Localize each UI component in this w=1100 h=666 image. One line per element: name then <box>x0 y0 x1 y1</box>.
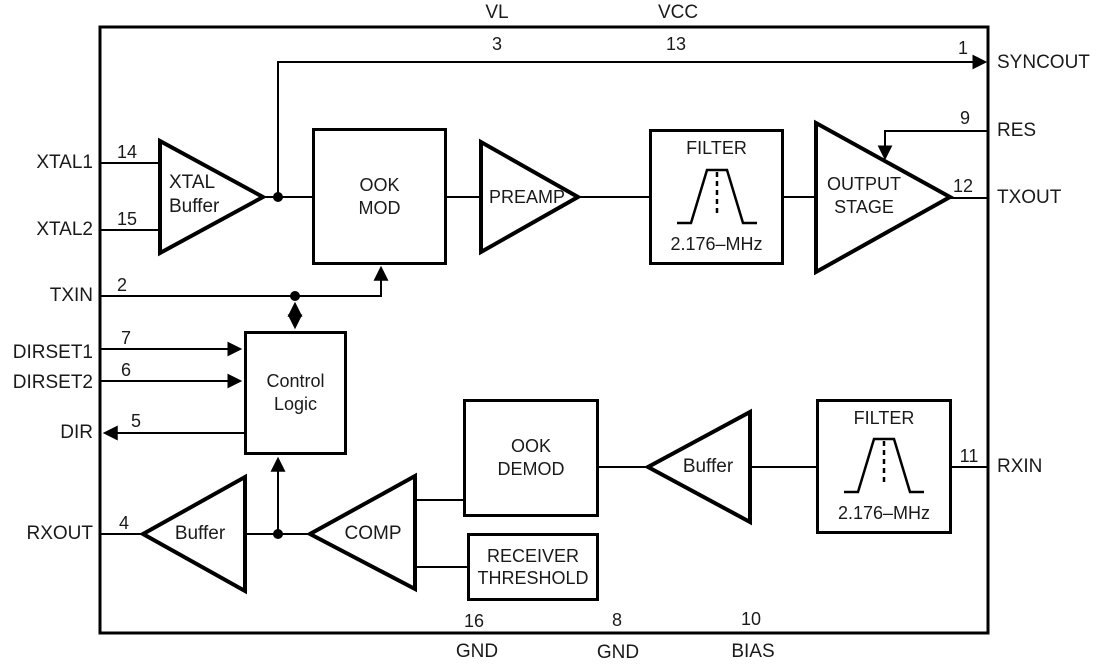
pin-number-1: 1 <box>957 38 968 58</box>
pin-label-rxout: RXOUT <box>26 523 94 544</box>
pin-label-vl: VL <box>485 2 509 23</box>
pin-number-16: 16 <box>463 611 485 631</box>
pin-label-xtal2: XTAL2 <box>36 219 93 240</box>
pin-label-dir: DIR <box>60 422 93 443</box>
junction-dot <box>273 529 283 539</box>
comp-triangle <box>305 472 417 593</box>
preamp-label: PREAMP <box>488 187 566 207</box>
pin-label-xtal1: XTAL1 <box>36 152 93 173</box>
wire-res <box>877 130 988 161</box>
receiver-threshold-block: RECEIVER THRESHOLD <box>467 533 599 601</box>
control-logic-label-line2: Logic <box>273 394 318 414</box>
rx-filter-frequency: 2.176–MHz <box>837 503 931 523</box>
wires <box>100 54 988 568</box>
junction-dot <box>290 291 300 301</box>
receiver-threshold-label-line1: RECEIVER <box>486 546 580 566</box>
pin-number-14: 14 <box>116 142 138 162</box>
rx-buffer-label: Buffer <box>682 456 734 477</box>
pin-label-txin: TXIN <box>49 285 93 306</box>
wire-syncout <box>277 54 988 197</box>
pin-number-13: 13 <box>665 34 687 54</box>
xtal-buffer-label: XTAL Buffer <box>169 171 219 219</box>
ook-mod-label-line1: OOK <box>359 174 400 195</box>
junction-dots <box>273 192 300 539</box>
pin-label-vcc: VCC <box>657 2 699 23</box>
rx-filter-title: FILTER <box>853 408 915 428</box>
ook-demod-label-line2: DEMOD <box>497 459 565 479</box>
pin-label-dirset1: DIRSET1 <box>12 342 93 363</box>
xtal-buffer-triangle <box>158 137 268 257</box>
pin-label-gnd-8: GND <box>596 642 640 663</box>
rxout-buffer-label: Buffer <box>174 523 226 544</box>
comp-label: COMP <box>344 523 402 544</box>
pin-label-txout: TXOUT <box>997 187 1062 208</box>
pin-number-8: 8 <box>611 610 622 630</box>
control-logic-label-line1: Control <box>266 371 325 391</box>
pin-number-12: 12 <box>952 176 974 196</box>
pin-label-bias: BIAS <box>731 641 775 662</box>
output-stage-label-line1: OUTPUT <box>827 174 901 194</box>
pin-label-dirset2: DIRSET2 <box>12 372 93 393</box>
chip-boundary <box>98 25 990 635</box>
pin-label-res: RES <box>997 120 1037 141</box>
pin-number-5: 5 <box>130 411 141 431</box>
pin-number-2: 2 <box>116 275 127 295</box>
pin-number-11: 11 <box>959 446 979 466</box>
pin-number-6: 6 <box>120 360 131 380</box>
control-logic-block: Control Logic <box>244 331 347 455</box>
ook-mod-label-line2: MOD <box>358 197 401 218</box>
pin-label-gnd-16: GND <box>455 641 499 662</box>
pin-number-3: 3 <box>491 34 502 54</box>
rx-filter-block: FILTER 2.176–MHz <box>816 399 952 534</box>
pin-number-9: 9 <box>959 108 970 128</box>
junction-dot <box>273 192 283 202</box>
pin-label-rxin: RXIN <box>997 456 1043 477</box>
ook-demod-block: OOK DEMOD <box>463 399 599 517</box>
xtal-buffer-label-line1: XTAL <box>169 172 216 193</box>
pin-number-10: 10 <box>740 609 762 629</box>
output-stage-label-line2: STAGE <box>834 197 894 217</box>
bandpass-filter-icon <box>676 168 757 224</box>
bandpass-filter-icon <box>844 437 924 494</box>
tx-filter-block: FILTER 2.176–MHz <box>649 129 784 265</box>
ook-demod-label-line1: OOK <box>510 436 551 456</box>
pin-number-4: 4 <box>118 513 129 533</box>
output-stage-label: OUTPUT STAGE <box>818 173 910 219</box>
pin-number-7: 7 <box>120 328 131 348</box>
xtal-buffer-label-line2: Buffer <box>169 196 220 217</box>
wire-txin <box>100 265 389 297</box>
tx-filter-title: FILTER <box>686 138 747 158</box>
ook-mod-block: OOK MOD <box>312 128 447 265</box>
pin-label-syncout: SYNCOUT <box>997 52 1090 73</box>
pin-number-15: 15 <box>116 209 138 229</box>
receiver-threshold-label-line2: THRESHOLD <box>477 568 589 588</box>
tx-filter-frequency: 2.176–MHz <box>670 234 763 254</box>
